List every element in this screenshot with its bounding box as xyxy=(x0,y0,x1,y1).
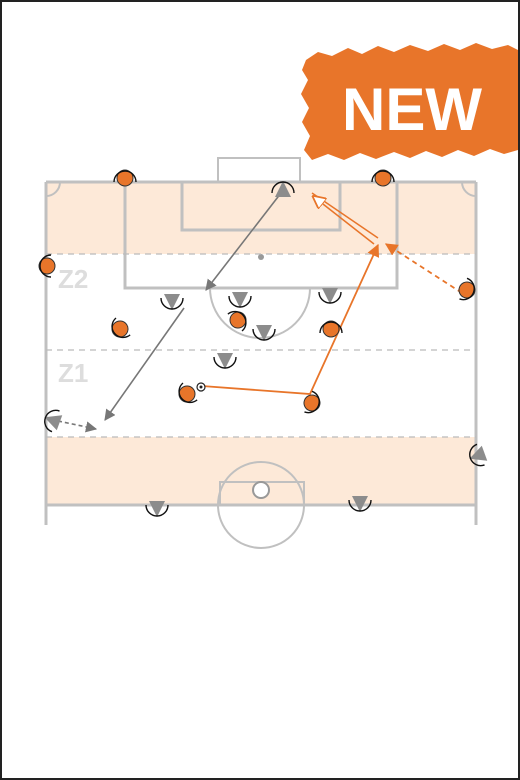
team-a-player-icon-1 xyxy=(371,169,395,187)
new-badge-text: NEW xyxy=(342,76,482,143)
team-a-player-icon-5 xyxy=(227,310,247,332)
orange-shot xyxy=(312,192,379,245)
new-badge: NEW xyxy=(301,43,518,160)
pitch xyxy=(44,157,478,549)
team-a-player-icon-2 xyxy=(38,254,56,278)
team-a-player-icon-7 xyxy=(178,382,198,404)
gray-run-dashed xyxy=(57,420,98,433)
team-b-player-icon-8 xyxy=(145,501,169,517)
team-a-players xyxy=(38,169,476,414)
team-b-player-icon-7 xyxy=(469,443,488,467)
team-b-player-icon-2 xyxy=(228,292,252,308)
movement-lines xyxy=(57,192,463,433)
centre-ball-marker xyxy=(252,481,270,499)
zone-label-z1: Z1 xyxy=(58,358,88,388)
team-b-player-icon-6 xyxy=(44,409,63,433)
team-a-player-icon-6 xyxy=(319,320,343,338)
penalty-spot xyxy=(258,254,264,260)
orange-run-dashed xyxy=(384,243,463,294)
team-b-player-icon-1 xyxy=(160,294,184,310)
team-b-player-icon-0 xyxy=(271,181,295,197)
team-a-player-icon-3 xyxy=(458,277,476,301)
gray-pass-1 xyxy=(205,192,282,291)
gray-pass-2 xyxy=(104,307,185,421)
team-a-player-icon-4 xyxy=(111,317,131,339)
team-a-player-icon-0 xyxy=(113,169,137,187)
team-a-player-icon-8 xyxy=(303,390,321,414)
team-b-player-icon-9 xyxy=(348,496,372,512)
team-b-player-icon-5 xyxy=(213,353,237,369)
team-b-player-icon-3 xyxy=(318,288,342,304)
team-b-players xyxy=(44,181,488,517)
soccer-ball-icon xyxy=(196,382,206,392)
orange-dribble xyxy=(201,243,380,395)
zone-label-z2: Z2 xyxy=(58,264,88,294)
team-b-player-icon-4 xyxy=(252,325,276,341)
